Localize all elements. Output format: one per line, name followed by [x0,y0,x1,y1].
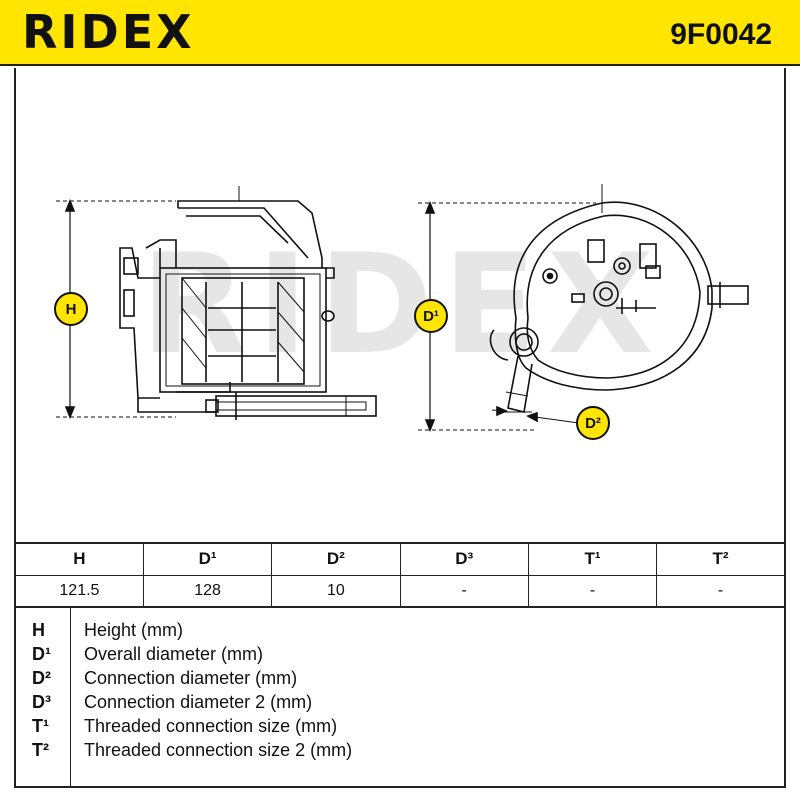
legend-code: T² [32,740,49,760]
legend-description: Connection diameter (mm) [84,668,298,688]
filter-side-view [119,186,377,420]
legend-item: D³ Connection diameter 2 (mm) [16,692,776,716]
legend-divider [70,607,71,786]
label-h-badge: H [54,292,88,326]
legend-description: Connection diameter 2 (mm) [84,692,313,712]
value-t1: - [527,574,658,608]
legend-item: T² Threaded connection size 2 (mm) [16,740,776,764]
value-d2: 10 [271,574,401,608]
label-d2-badge: D² [576,406,610,440]
filter-top-view [489,184,749,413]
brand-watermark: RIDEX [140,224,664,385]
value-t2: - [656,574,786,608]
legend-description: Height (mm) [84,620,184,640]
value-d1: 128 [142,574,273,608]
legend-code: D¹ [32,644,51,664]
legend-description: Threaded connection size 2 (mm) [84,740,353,760]
part-number: 9F0042 [670,18,772,51]
header-h: H [14,542,144,576]
legend-item: T¹ Threaded connection size (mm) [16,716,776,740]
spec-table: H D¹ D² D³ T¹ T² 121.5 128 10 - - - [14,542,786,608]
legend-code: H [32,620,45,640]
dimension-legend: H Height (mm) D¹ Overall diameter (mm) D… [14,607,786,788]
spec-table-value-row: 121.5 128 10 - - - [14,574,786,608]
legend-item: D¹ Overall diameter (mm) [16,644,776,668]
legend-code: D² [32,668,51,688]
filter-drawing-svg [56,184,749,433]
header-d1: D¹ [142,542,273,576]
legend-code: T¹ [32,716,49,736]
header-bar: RIDEX 9F0042 [0,0,800,66]
legend-description: Overall diameter (mm) [84,644,264,664]
technical-drawing: RIDEX [14,68,786,542]
spec-table-header-row: H D¹ D² D³ T¹ T² [14,542,786,576]
connection-dimension [491,405,587,425]
legend-item: H Height (mm) [16,620,776,644]
diameter-dimension [418,200,596,433]
brand-logo: RIDEX [22,5,195,59]
legend-description: Threaded connection size (mm) [84,716,338,736]
header-t2: T² [656,542,786,576]
header-d3: D³ [399,542,529,576]
header-d2: D² [271,542,401,576]
value-h: 121.5 [14,574,144,608]
legend-item: D² Connection diameter (mm) [16,668,776,692]
legend-code: D³ [32,692,51,712]
label-d1-badge: D¹ [414,299,448,333]
header-t1: T¹ [527,542,658,576]
value-d3: - [399,574,529,608]
